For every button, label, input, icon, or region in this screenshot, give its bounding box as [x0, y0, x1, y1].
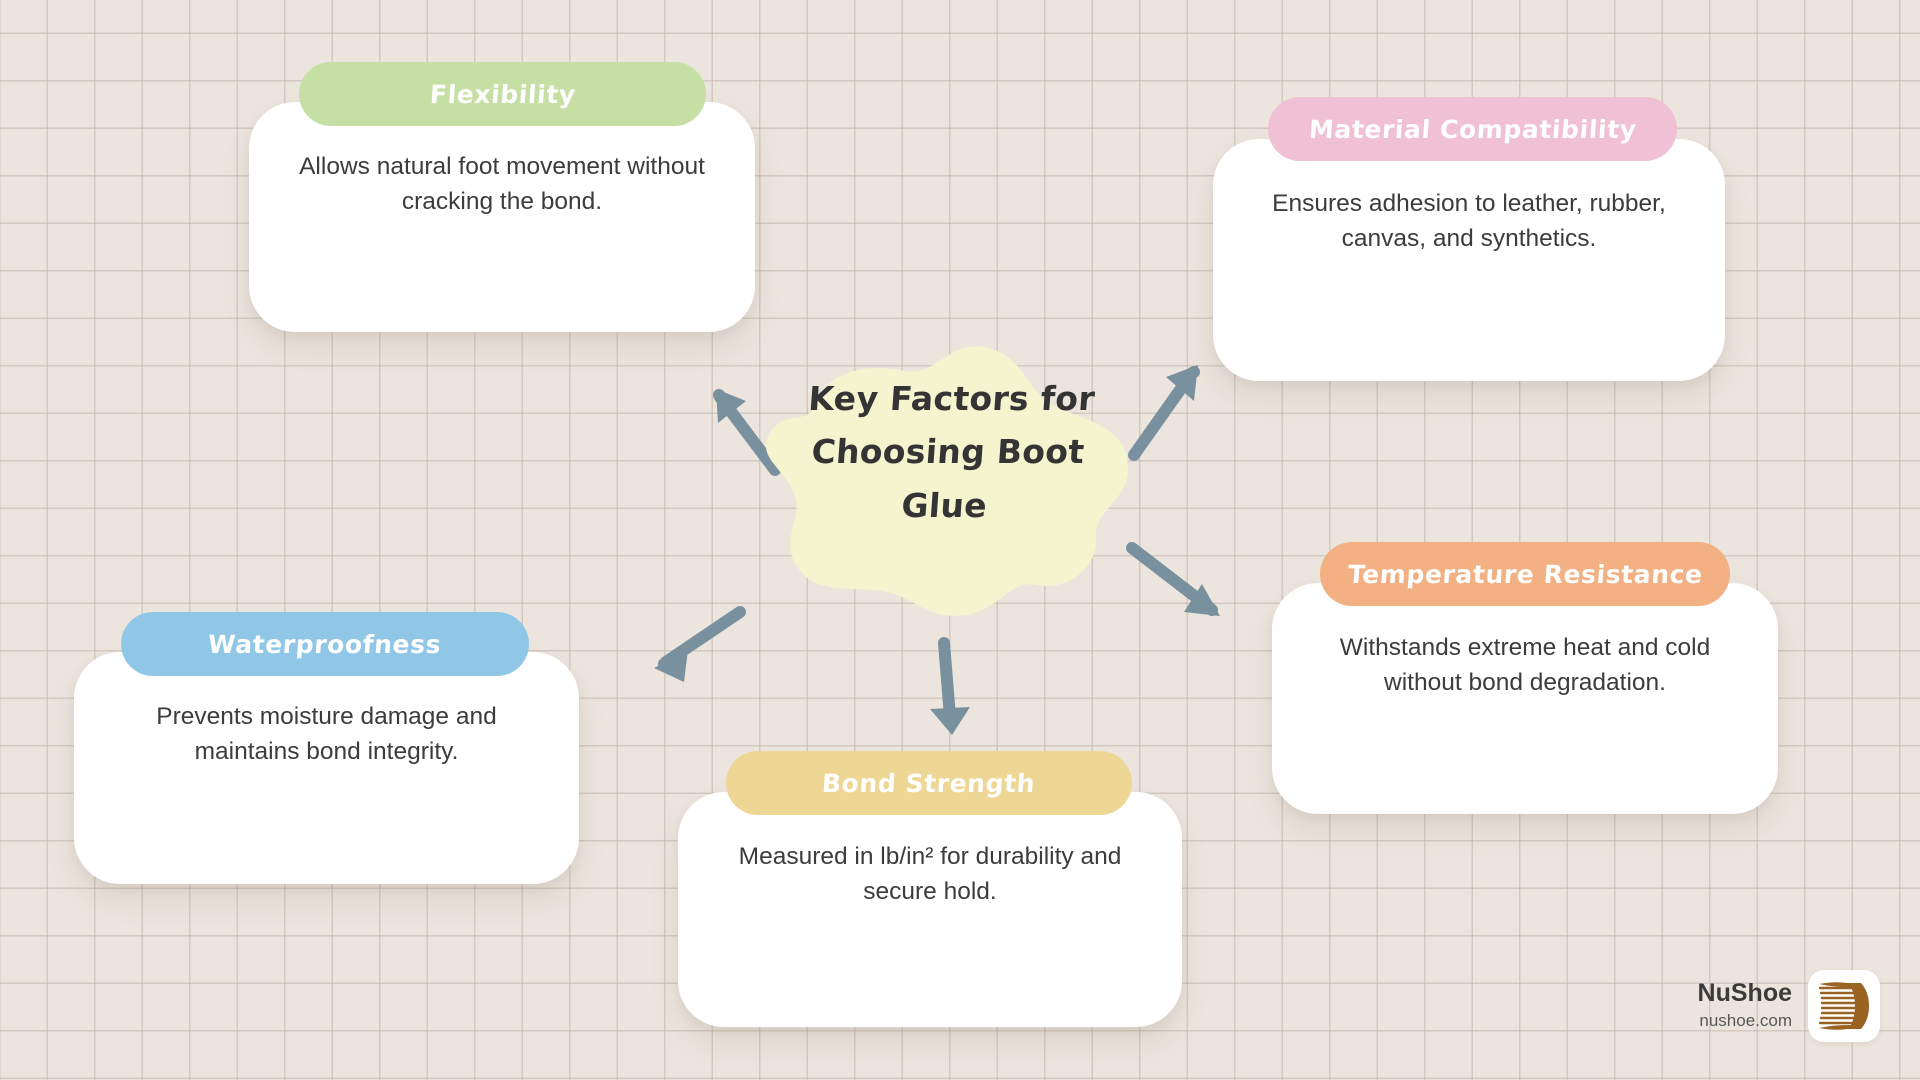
card-flexibility-description: Allows natural foot movement without cra… — [299, 153, 705, 215]
card-waterproofness-title: Waterproofness — [207, 629, 443, 659]
card-material-compatibility-title: Material Compatibility — [1307, 114, 1638, 144]
nushoe-logo[interactable]: NuShoe nushoe.com — [1698, 970, 1880, 1042]
card-flexibility-body — [249, 102, 755, 332]
card-material-compatibility-description: Ensures adhesion to leather, rubber, can… — [1272, 190, 1666, 252]
center-title-line-1: Key Factors for — [807, 379, 1097, 418]
card-bond-strength-description: Measured in lb/in² for durability and se… — [738, 843, 1122, 905]
card-material-compatibility-header: Material Compatibility — [1268, 97, 1677, 161]
center-title: Key Factors for Choosing Boot Glue — [766, 372, 1129, 532]
card-flexibility-header: Flexibility — [299, 62, 706, 126]
card-material-compatibility-body — [1213, 139, 1725, 381]
center-blob-shape — [752, 333, 1142, 623]
arrow-to-material-compatibility-icon — [1120, 355, 1215, 461]
nushoe-mark-icon — [1808, 970, 1880, 1042]
card-waterproofness-body — [74, 652, 579, 884]
card-temperature-resistance-title: Temperature Resistance — [1346, 559, 1704, 589]
card-temperature-resistance-header: Temperature Resistance — [1320, 542, 1730, 606]
arrow-to-flexibility-icon — [700, 375, 790, 476]
arrow-to-bond-strength-icon — [920, 635, 980, 745]
card-bond-strength-body — [678, 792, 1182, 1027]
card-waterproofness-header: Waterproofness — [121, 612, 529, 676]
logo-text-block: NuShoe nushoe.com — [1698, 979, 1792, 1034]
center-title-line-2: Choosing Boot — [810, 432, 1086, 472]
logo-url: nushoe.com — [1699, 1011, 1792, 1031]
center-title-line-3: Glue — [900, 485, 989, 525]
card-bond-strength-header: Bond Strength — [726, 751, 1132, 815]
card-bond-strength-title: Bond Strength — [821, 768, 1037, 798]
card-flexibility-title: Flexibility — [428, 79, 577, 109]
arrow-to-waterproofness-icon — [640, 600, 750, 682]
card-temperature-resistance-description: Withstands extreme heat and cold without… — [1339, 634, 1711, 696]
card-waterproofness-description: Prevents moisture damage and maintains b… — [156, 703, 497, 765]
card-temperature-resistance-body — [1272, 583, 1778, 814]
arrow-to-temperature-resistance-icon — [1122, 538, 1232, 628]
logo-name: NuShoe — [1697, 978, 1792, 1007]
